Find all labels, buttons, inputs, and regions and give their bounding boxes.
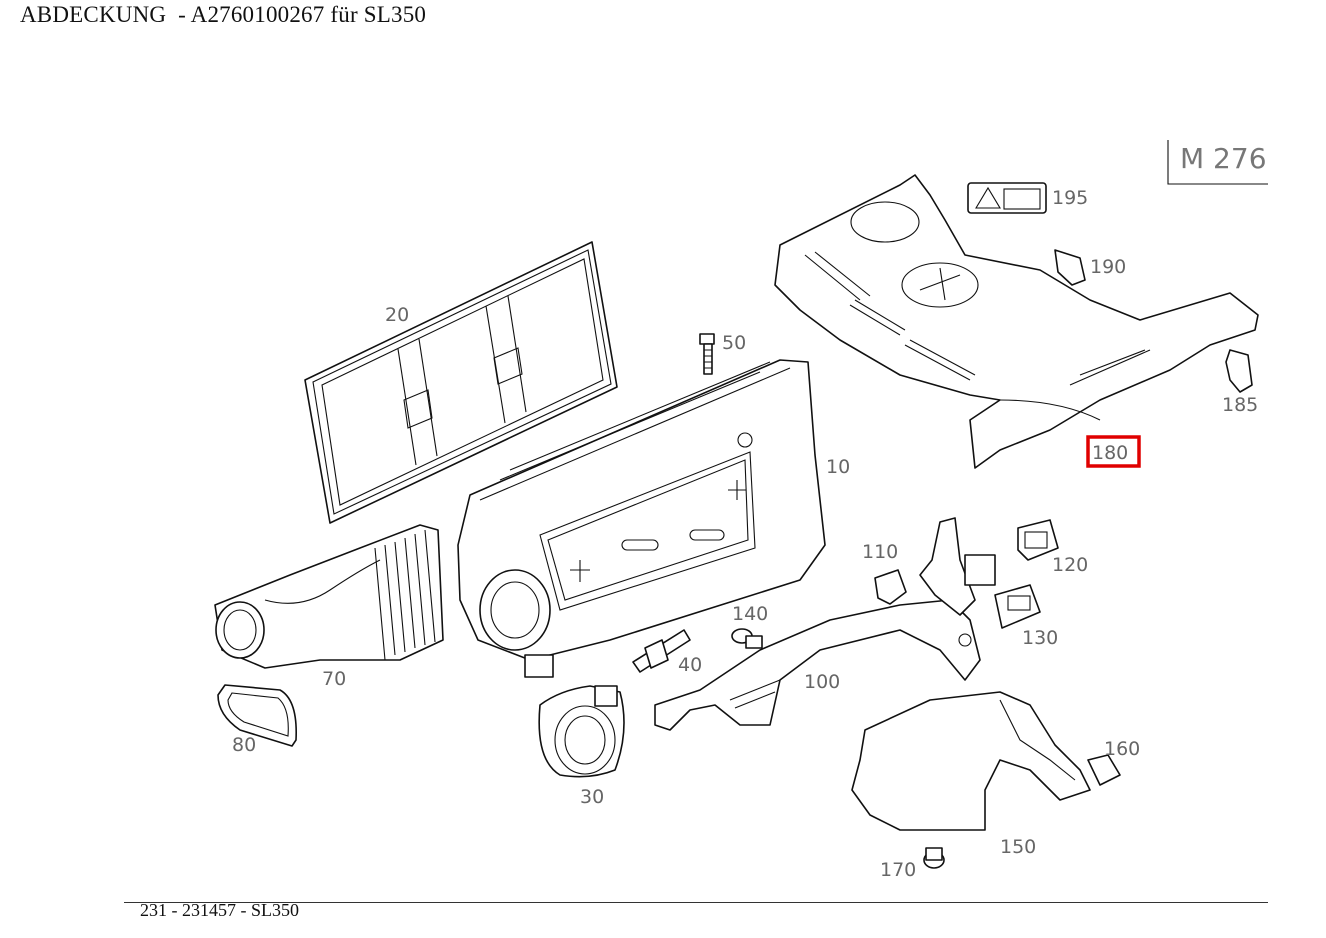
- callout-10: 10: [826, 456, 850, 478]
- callout-140: 140: [732, 603, 768, 625]
- callout-185: 185: [1222, 394, 1258, 416]
- part-bracket-upper: [919, 517, 996, 616]
- part-185-clip[interactable]: [1225, 349, 1253, 393]
- part-140-screw[interactable]: [731, 628, 763, 649]
- page-title: ABDECKUNG - A2760100267 für SL350: [20, 2, 427, 27]
- callout-160: 160: [1104, 738, 1140, 760]
- callout-130: 130: [1022, 627, 1058, 649]
- part-100-bracket[interactable]: [654, 599, 981, 731]
- highlight-box: [1086, 435, 1141, 468]
- part-110-clip[interactable]: [874, 569, 907, 605]
- callout-100: 100: [804, 671, 840, 693]
- callout-150: 150: [1000, 836, 1036, 858]
- footer-divider: [124, 902, 1268, 903]
- part-195-warning-label[interactable]: [967, 182, 1047, 214]
- engine-code-box: M 276: [1167, 140, 1268, 185]
- callout-110: 110: [862, 541, 898, 563]
- callout-80: 80: [232, 734, 256, 756]
- callout-70: 70: [322, 668, 346, 690]
- engine-code: M 276: [1180, 142, 1267, 175]
- part-30-air-mass-sensor[interactable]: [538, 685, 625, 778]
- callout-20: 20: [385, 304, 409, 326]
- callout-40: 40: [678, 654, 702, 676]
- callout-195: 195: [1052, 187, 1088, 209]
- part-160-clip[interactable]: [1087, 754, 1121, 786]
- callout-50: 50: [722, 332, 746, 354]
- part-70-intake-duct[interactable]: [214, 524, 444, 669]
- callout-170: 170: [880, 859, 916, 881]
- part-20-air-filter[interactable]: [304, 241, 618, 524]
- callout-30: 30: [580, 786, 604, 808]
- callout-190: 190: [1090, 256, 1126, 278]
- callout-180-highlighted[interactable]: 180: [1086, 435, 1141, 468]
- part-50-bolt[interactable]: [699, 333, 715, 375]
- part-130-relay[interactable]: [994, 584, 1041, 629]
- part-150-heat-shield[interactable]: [851, 691, 1091, 831]
- callout-180: 180: [1092, 442, 1128, 464]
- part-190-clip[interactable]: [1054, 249, 1086, 286]
- part-40-sensor[interactable]: [632, 629, 691, 673]
- part-180-engine-cover[interactable]: [774, 174, 1259, 469]
- part-170-screw[interactable]: [923, 847, 945, 869]
- footer-reference: 231 - 231457 - SL350: [140, 900, 299, 920]
- part-10-filter-housing[interactable]: [457, 359, 826, 678]
- part-120-connector[interactable]: [1017, 519, 1059, 561]
- part-80-seal-ring[interactable]: [217, 684, 297, 747]
- callout-120: 120: [1052, 554, 1088, 576]
